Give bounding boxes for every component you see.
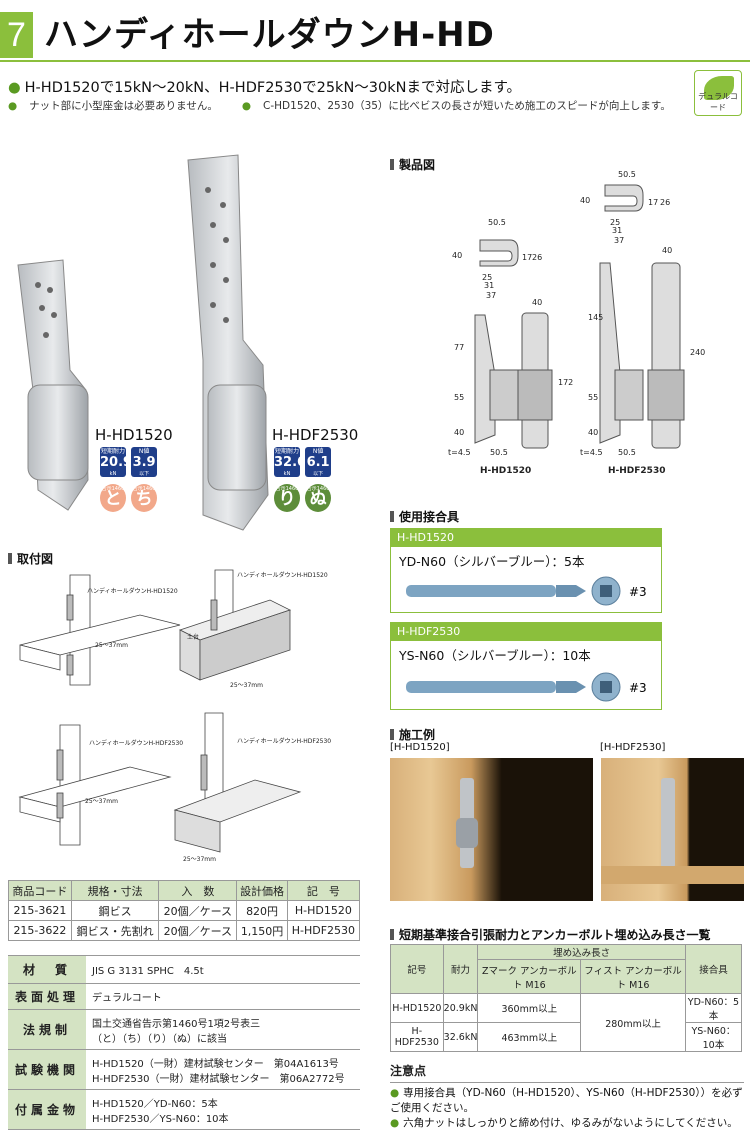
fastener-card-hdf2530: H-HDF2530 YS-N60（シルバーブルー）：10本 #3	[390, 622, 662, 710]
svg-text:H-HDF2530: H-HDF2530	[608, 466, 665, 476]
svg-text:土台: 土台	[187, 633, 199, 641]
svg-text:50.5: 50.5	[618, 170, 636, 179]
anchor-table: 記号 耐力 埋め込み長さ 接合具 Zマーク アンカーボルト M16 フィスト ア…	[390, 944, 743, 1052]
photo-hdf2530	[601, 758, 744, 901]
svg-text:40: 40	[454, 428, 464, 437]
photo-hd1520	[390, 758, 593, 901]
svg-text:240: 240	[690, 348, 705, 357]
svg-text:25～37mm: 25～37mm	[95, 642, 128, 649]
svg-text:37: 37	[486, 291, 496, 300]
svg-text:ハンディホールダウンH-HD1520: ハンディホールダウンH-HD1520	[237, 571, 328, 579]
notes-divider	[390, 1082, 744, 1083]
section-number: 7	[0, 12, 33, 58]
svg-text:25～37mm: 25～37mm	[230, 682, 263, 689]
svg-text:40: 40	[580, 196, 590, 205]
hd1520-photo	[17, 259, 89, 511]
svg-text:37: 37	[614, 236, 624, 245]
screw-icon: #3	[406, 576, 647, 606]
model-label-hdf2530: H-HDF2530	[272, 426, 359, 444]
svg-text:t=4.5: t=4.5	[580, 448, 603, 457]
svg-text:50.5: 50.5	[618, 448, 636, 457]
svg-text:50.5: 50.5	[490, 448, 508, 457]
bullet-main: ●H-HD1520で15kN～20kN、H-HDF2530で25kN～30kNま…	[8, 80, 522, 96]
svg-text:17: 17	[648, 198, 658, 207]
attach-diagrams: ハンディホールダウンH-HD1520 25～37mm ハンディホールダウンH-H…	[18, 569, 331, 863]
screw-icon: #3	[406, 672, 647, 702]
note-item: ●専用接合具（YD-N60（H-HD1520）、YS-N60（H-HDF2530…	[390, 1087, 743, 1114]
svg-text:40: 40	[532, 298, 542, 307]
svg-text:40: 40	[588, 428, 598, 437]
note-item: ●六角ナットはしっかりと締め付け、ゆるみがないようにしてください。	[390, 1117, 738, 1129]
svg-text:26: 26	[532, 253, 542, 262]
svg-text:17: 17	[522, 253, 532, 262]
section-product-drawing: 製品図	[390, 156, 435, 173]
fastener-card-hd1520: H-HD1520 YD-N60（シルバーブルー）：5本 #3	[390, 528, 662, 613]
svg-text:ハンディホールダウンH-HDF2530: ハンディホールダウンH-HDF2530	[237, 737, 331, 745]
page-title: ハンディホールダウンH-HD	[44, 15, 495, 55]
section-construction: 施工例	[390, 726, 435, 743]
svg-text:25～37mm: 25～37mm	[85, 798, 118, 805]
svg-text:145: 145	[588, 313, 603, 322]
svg-text:ハンディホールダウンH-HD1520: ハンディホールダウンH-HD1520	[87, 587, 178, 595]
section-anchor: 短期基準接合引張耐力とアンカーボルト埋め込み長さ一覧	[390, 926, 711, 943]
notes-list: ●専用接合具（YD-N60（H-HD1520）、YS-N60（H-HDF2530…	[390, 1086, 745, 1131]
product-photo	[17, 154, 269, 531]
hdf2530-photo	[187, 154, 269, 531]
header-divider	[0, 60, 750, 62]
svg-text:55: 55	[588, 393, 598, 402]
dural-coat-logo: デュラルコード	[694, 70, 742, 116]
svg-text:t=4.5: t=4.5	[448, 448, 471, 457]
section-notes: 注意点	[390, 1064, 427, 1078]
photo-caption-hdf2530: [H-HDF2530]	[600, 742, 666, 753]
svg-text:H-HD1520: H-HD1520	[480, 466, 531, 476]
svg-text:77: 77	[454, 343, 464, 352]
svg-text:26: 26	[660, 198, 670, 207]
svg-text:55: 55	[454, 393, 464, 402]
photo-caption-hd1520: [H-HD1520]	[390, 742, 450, 753]
svg-text:25: 25	[610, 218, 620, 227]
svg-text:172: 172	[558, 378, 573, 387]
svg-text:#3: #3	[629, 681, 647, 695]
section-attach: 取付図	[8, 550, 53, 567]
svg-text:25～37mm: 25～37mm	[183, 856, 216, 863]
svg-text:#3: #3	[629, 585, 647, 599]
svg-text:40: 40	[452, 251, 462, 260]
svg-text:40: 40	[662, 246, 672, 255]
svg-text:50.5: 50.5	[488, 218, 506, 227]
table-header-row: 商品コード規格・寸法入 数設計価格記 号	[8, 880, 361, 901]
svg-text:31: 31	[612, 226, 622, 235]
svg-text:31: 31	[484, 281, 494, 290]
bullet-sub: ●ナット部に小型座金は必要ありません。●C-HD1520、2530（35）に比べ…	[8, 100, 671, 112]
svg-text:25: 25	[482, 273, 492, 282]
section-fasteners: 使用接合具	[390, 508, 459, 525]
svg-text:ハンディホールダウンH-HDF2530: ハンディホールダウンH-HDF2530	[89, 739, 183, 747]
model-label-hd1520: H-HD1520	[95, 426, 173, 444]
